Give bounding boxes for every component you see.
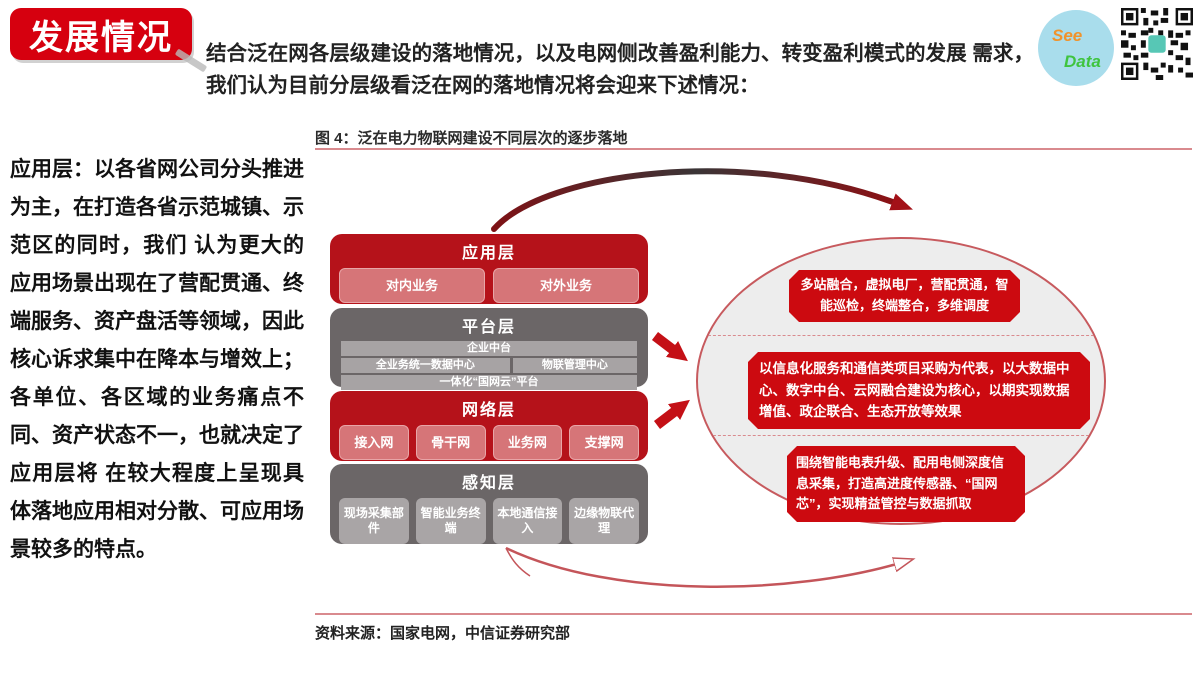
figure-title: 图 4：泛在电力物联网建设不同层次的逐步落地 [315,130,628,147]
perception-item-field-collect: 现场采集部件 [339,498,409,544]
arrow-bottom-tail [505,547,531,577]
platform-row-enterprise-middle: 企业中台 [341,341,637,356]
arrow-network-to-ellipse [653,399,690,429]
layer-perception-title: 感知层 [461,475,516,492]
figure-source: 资料来源：国家电网，中信证券研究部 [315,625,571,642]
note-perception-outcome-text: 围绕智能电表升级、配用电侧深度信息采集，打造高进度传感器、“国网芯”，实现精益管… [796,454,1005,512]
platform-row-iot-mgmt: 物联管理中心 [512,358,637,373]
note-platform-outcome-text: 以信息化服务和通信类项目采购为代表，以大数据中心、数字中台、云网融合建设为核心，… [759,361,1070,420]
perception-item-local-comm: 本地通信接入 [492,498,563,544]
arrow-platform-to-ellipse [651,332,688,362]
figure-title-rule [315,148,1192,150]
layer-platform-title: 平台层 [461,319,516,336]
platform-row-data-center: 全业务统一数据中心 [341,358,510,373]
section-badge-label: 发展情况 [29,18,173,57]
logo-text-see: See [1052,26,1083,45]
note-application-outcome: 多站融合，虚拟电厂，营配贯通，智能巡检，终端整合，多维调度 [789,270,1020,322]
layer-application: 应用层 对内业务 对外业务 [330,234,648,304]
layer-perception: 感知层 现场采集部件 智能业务终端 本地通信接入 边缘物联代理 [330,464,648,544]
figure-source-rule [315,613,1192,615]
network-item-support: 支撑网 [569,425,639,460]
network-item-access: 接入网 [339,425,409,460]
arrow-top-curve [491,168,913,232]
layer-application-title: 应用层 [461,245,516,262]
intro-paragraph: 结合泛在网各层级建设的落地情况，以及电网侧改善盈利能力、转变盈利模式的发展 需求… [206,42,1034,97]
application-item-internal: 对内业务 [339,268,485,303]
ellipse-divider-1 [698,335,1104,336]
platform-row-cloud: 一体化“国网云”平台 [341,375,637,390]
note-perception-outcome: 围绕智能电表升级、配用电侧深度信息采集，打造高进度传感器、“国网芯”，实现精益管… [787,446,1025,522]
seedata-logo: See Data [1038,10,1114,86]
section-badge: 发展情况 [10,8,192,60]
qr-code-icon [1121,8,1193,80]
logo-text-data: Data [1064,52,1101,71]
layer-network: 网络层 接入网 骨干网 业务网 支撑网 [330,391,648,461]
arrow-bottom-curve [505,546,900,588]
perception-item-smart-terminal: 智能业务终端 [415,498,486,544]
perception-item-edge-agent: 边缘物联代理 [569,498,639,544]
qr-center-logo [1148,35,1166,53]
layer-network-title: 网络层 [461,402,516,419]
layer-platform: 平台层 企业中台 全业务统一数据中心 物联管理中心 一体化“国网云”平台 [330,308,648,390]
ellipse-divider-2 [698,435,1104,436]
network-item-backbone: 骨干网 [415,425,486,460]
note-platform-outcome: 以信息化服务和通信类项目采购为代表，以大数据中心、数字中台、云网融合建设为核心，… [748,352,1090,429]
application-item-external: 对外业务 [493,268,639,303]
note-application-outcome-text: 多站融合，虚拟电厂，营配贯通，智能巡检，终端整合，多维调度 [800,277,1009,313]
commentary-paragraph: 应用层：以各省网公司分头推进为主，在打造各省示范城镇、示范区的同时，我们 认为更… [10,157,304,561]
network-item-business: 业务网 [492,425,563,460]
